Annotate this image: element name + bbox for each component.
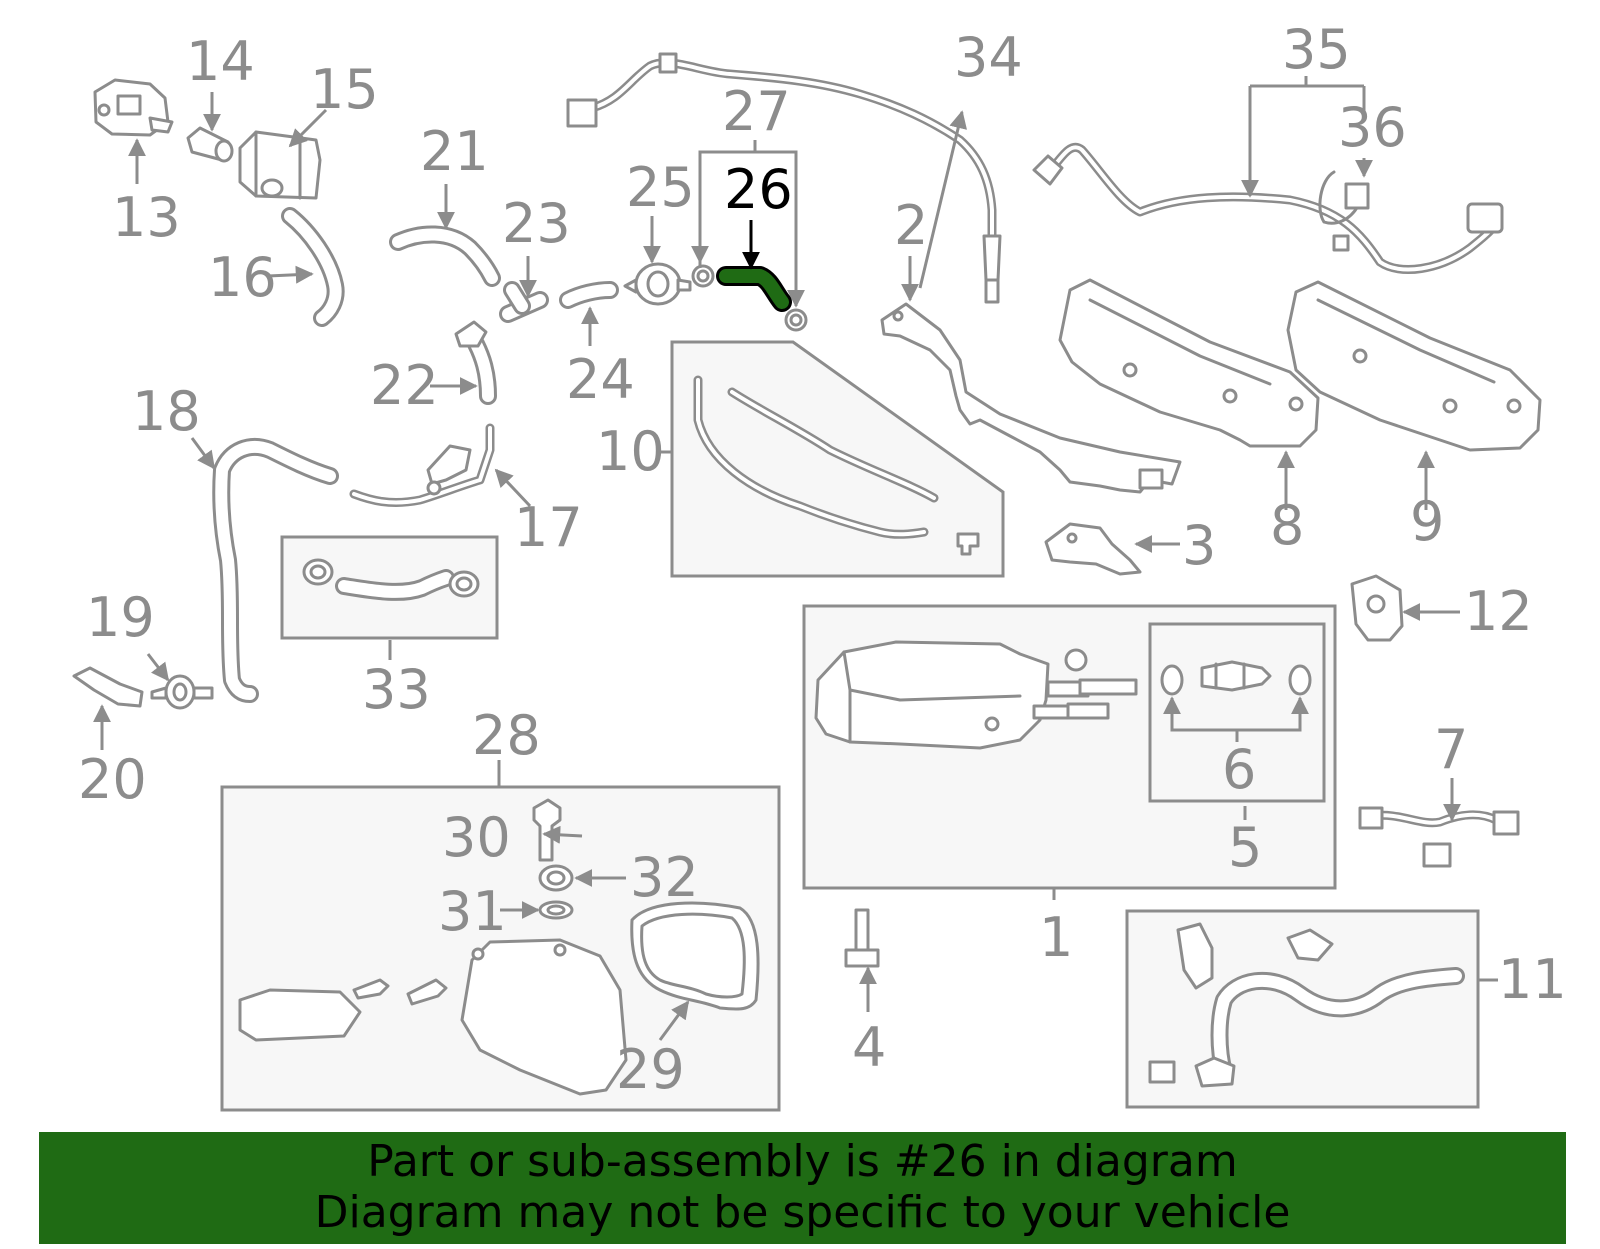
part-26-hose-highlighted[interactable] — [716, 266, 792, 312]
callout-19[interactable]: 19 — [86, 586, 155, 649]
part-7-harness[interactable] — [1358, 806, 1520, 868]
part-24-hose[interactable] — [559, 281, 619, 309]
part-13-valve[interactable] — [93, 78, 174, 137]
banner-line-2: Diagram may not be specific to your vehi… — [314, 1187, 1291, 1238]
part-20-hose[interactable] — [72, 666, 144, 708]
part-35-sensor-wire[interactable] — [1032, 143, 1504, 275]
part-4-bolt[interactable] — [844, 908, 880, 968]
callout-29[interactable]: 29 — [616, 1038, 685, 1101]
callout-28[interactable]: 28 — [472, 704, 541, 767]
callout-6[interactable]: 6 — [1222, 738, 1256, 801]
callout-4[interactable]: 4 — [852, 1016, 886, 1079]
part-3-bracket[interactable] — [1044, 522, 1142, 576]
callout-33[interactable]: 33 — [362, 658, 431, 721]
callout-21[interactable]: 21 — [420, 120, 489, 183]
part-21-hose[interactable] — [389, 225, 501, 287]
callout-30[interactable]: 30 — [442, 806, 511, 869]
callout-11[interactable]: 11 — [1498, 948, 1567, 1011]
callout-1[interactable]: 1 — [1039, 906, 1073, 969]
banner-line-1: Part or sub-assembly is #26 in diagram — [367, 1136, 1238, 1187]
callout-20[interactable]: 20 — [78, 748, 147, 811]
part-31-washer[interactable] — [538, 900, 574, 920]
part-6-oring-left[interactable] — [1160, 664, 1184, 696]
callout-17[interactable]: 17 — [514, 496, 583, 559]
callout-23[interactable]: 23 — [502, 192, 571, 255]
part-6-oring-right[interactable] — [1288, 664, 1312, 696]
info-banner: Part or sub-assembly is #26 in diagram D… — [39, 1132, 1566, 1244]
callout-2[interactable]: 2 — [894, 194, 928, 257]
callout-12[interactable]: 12 — [1464, 580, 1533, 643]
callout-5[interactable]: 5 — [1228, 816, 1262, 879]
part-10-fuel-lines[interactable] — [693, 375, 980, 556]
part-12-connector[interactable] — [1350, 574, 1404, 642]
part-17-vacuum-tube[interactable] — [349, 423, 495, 507]
callout-8[interactable]: 8 — [1270, 494, 1304, 557]
callout-27[interactable]: 27 — [722, 80, 791, 143]
callout-34[interactable]: 34 — [954, 26, 1023, 89]
part-27-clamp-left[interactable] — [691, 264, 715, 288]
part-1-evap-canister[interactable] — [814, 640, 1138, 750]
part-8-heat-shield[interactable] — [1058, 278, 1320, 448]
part-27-clamp-right[interactable] — [784, 308, 808, 332]
callout-25[interactable]: 25 — [626, 156, 695, 219]
part-11-hose-assembly[interactable] — [1148, 922, 1465, 1088]
callout-31[interactable]: 31 — [438, 880, 507, 943]
part-29-gasket[interactable] — [630, 901, 760, 1011]
part-19-check-valve[interactable] — [150, 674, 214, 710]
part-16-hose[interactable] — [281, 207, 345, 327]
callout-16[interactable]: 16 — [208, 246, 277, 309]
part-15-filter[interactable] — [238, 130, 322, 200]
callout-18[interactable]: 18 — [132, 380, 201, 443]
callout-labels: 1 2 3 4 5 6 7 8 9 10 11 12 13 14 15 16 1… — [78, 18, 1567, 1101]
callout-24[interactable]: 24 — [566, 348, 635, 411]
part-18-hose[interactable] — [212, 437, 339, 703]
part-2-bracket[interactable] — [880, 302, 1182, 494]
callout-26[interactable]: 26 — [724, 158, 793, 221]
leader-lines — [93, 76, 1498, 1041]
callout-3[interactable]: 3 — [1182, 514, 1216, 577]
callout-32[interactable]: 32 — [630, 846, 699, 909]
callout-7[interactable]: 7 — [1434, 718, 1468, 781]
part-34-sensor-wire[interactable] — [566, 52, 1002, 304]
part-23-tee[interactable] — [499, 281, 549, 323]
callout-36[interactable]: 36 — [1338, 96, 1407, 159]
part-28-cover-assembly[interactable] — [238, 938, 628, 1096]
part-36-clip[interactable] — [1318, 170, 1370, 225]
callout-22[interactable]: 22 — [370, 354, 439, 417]
part-22-hose[interactable] — [454, 320, 497, 405]
part-14-hose[interactable] — [186, 126, 234, 163]
part-33-hose-kit[interactable] — [302, 558, 480, 601]
callout-9[interactable]: 9 — [1410, 490, 1444, 553]
part-9-heat-shield[interactable] — [1286, 280, 1542, 452]
callout-35[interactable]: 35 — [1282, 18, 1351, 81]
part-32-nut[interactable] — [538, 864, 574, 892]
callout-14[interactable]: 14 — [186, 30, 255, 93]
part-6-valve-insert[interactable] — [1200, 660, 1272, 692]
callout-10[interactable]: 10 — [596, 420, 665, 483]
callout-15[interactable]: 15 — [310, 58, 379, 121]
part-25-valve[interactable] — [623, 262, 692, 306]
callout-13[interactable]: 13 — [112, 186, 181, 249]
